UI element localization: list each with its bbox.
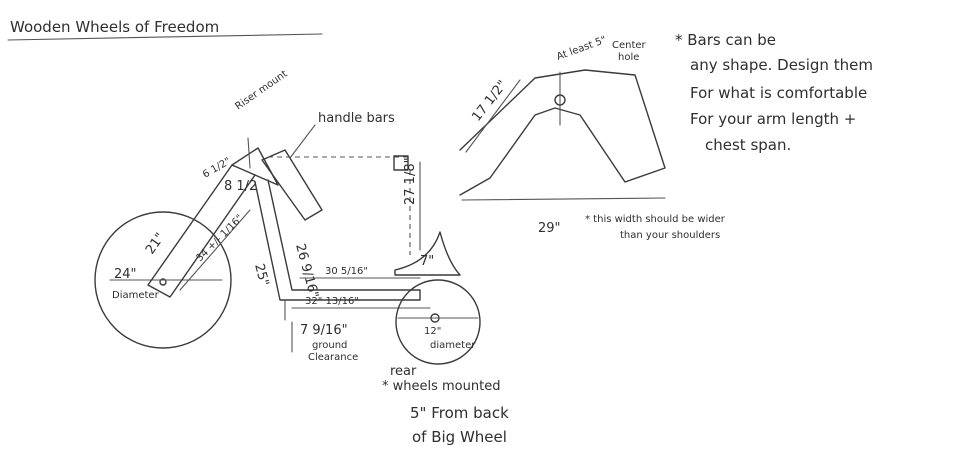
page-title: Wooden Wheels of Freedom	[10, 18, 219, 36]
ground-clearance-label-1: ground	[312, 340, 347, 351]
handle-bars-label: handle bars	[318, 111, 395, 126]
dim-27: 27 1/8"	[403, 157, 418, 205]
front-wheel	[94, 211, 232, 349]
rear-note-1: rear	[390, 364, 417, 379]
seat	[394, 231, 461, 276]
bars-note-3: For what is comfortable	[690, 84, 867, 102]
width-note-1: * this width should be wider	[585, 214, 726, 225]
rear-note-2: * wheels mounted	[382, 379, 500, 394]
rear-wheel-size: 12"	[424, 326, 441, 337]
bars-note-5: chest span.	[705, 136, 791, 154]
dim-21: 21"	[143, 230, 168, 257]
rear-note-3: 5" From back	[410, 404, 509, 422]
bars-note-1: * Bars can be	[675, 31, 776, 49]
riser-mount-label: Riser mount	[233, 69, 289, 113]
bars-note-4: For your arm length +	[690, 110, 856, 128]
dim-6: 6 1/2"	[201, 156, 233, 181]
dim-7: 7"	[420, 254, 434, 269]
at-least-label: At least 5"	[555, 35, 608, 63]
main-frame	[254, 179, 421, 301]
front-wheel-size: 24"	[114, 267, 137, 282]
bars-note-2: any shape. Design them	[690, 56, 873, 74]
dim-26: 26 9/16"	[292, 242, 321, 300]
dim-30: 30 5/16"	[325, 266, 368, 277]
ground-clearance-value: 7 9/16"	[300, 323, 348, 338]
bars-width: 29"	[538, 221, 561, 236]
riser-arrow	[247, 137, 251, 169]
rear-note-4: of Big Wheel	[412, 428, 507, 446]
front-wheel-axle	[159, 278, 167, 286]
front-wheel-label: Diameter	[112, 290, 160, 301]
head-block	[231, 147, 279, 186]
dim-8-half: 8 1/2	[224, 179, 257, 194]
center-label-1: Center	[612, 40, 647, 51]
dim-34-line	[179, 209, 251, 291]
rear-wheel-label: diameter	[430, 340, 476, 351]
center-label-2: hole	[618, 52, 639, 63]
title-underline	[7, 33, 323, 41]
handle-bars-arrow	[289, 124, 316, 159]
width-note-2: than your shoulders	[620, 230, 720, 241]
dim-29-line	[461, 197, 666, 201]
handle-bar-post	[261, 149, 323, 221]
seat-back-block	[393, 155, 409, 171]
dim-32: 32" 13/16"	[305, 296, 359, 307]
dim-25: 25"	[251, 262, 271, 288]
dim-17-line	[465, 79, 521, 153]
rear-wheel	[395, 279, 481, 365]
ground-clearance-label-2: Clearance	[308, 352, 358, 363]
handle-bar-plan	[459, 69, 666, 196]
dim-34: 34 +/- 1/16"	[194, 213, 245, 264]
